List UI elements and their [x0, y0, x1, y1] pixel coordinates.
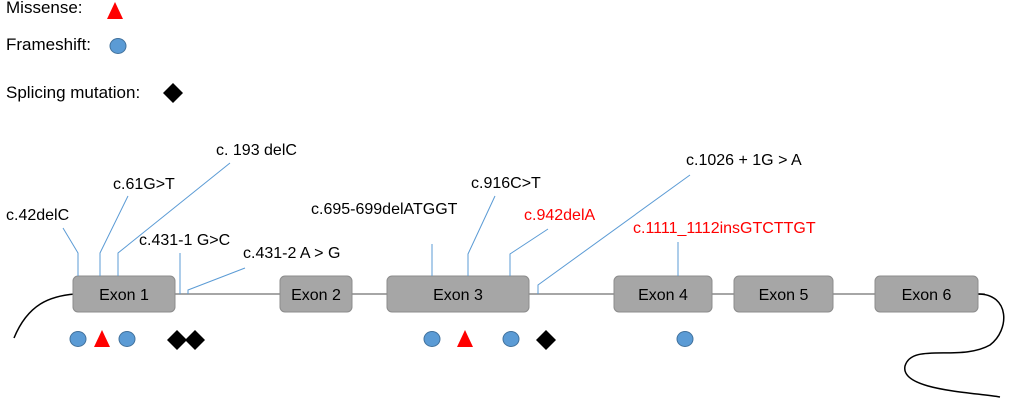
mutation-10-frameshift-marker [676, 331, 694, 347]
mutation-1-label: c.42delC [6, 207, 69, 224]
exon-group: Exon 1 Exon 2 Exon 3 Exon 4 Exon 5 Exon 6 [72, 275, 979, 313]
mutation-labels: c.42delC c.61G>T c. 193 delC c.431-1 G>C c.4… [6, 142, 816, 262]
mutation-8-leader-line [509, 228, 549, 276]
mutation-2-missense-marker [94, 330, 110, 347]
mutation-2-label: c.61G>T [113, 176, 175, 193]
mutation-4-splicing-marker [167, 330, 187, 350]
mutation-7-missense-marker [457, 330, 473, 347]
mutation-3-leader-line [117, 162, 231, 276]
mutation-6-label: c.695-699delATGGT [311, 201, 458, 218]
three-prime-tail [904, 293, 1005, 398]
exon-2-label: Exon 2 [291, 287, 341, 304]
mutation-8-label: c.942delA [524, 207, 595, 224]
mutation-3-label: c. 193 delC [216, 142, 297, 159]
mutation-4-label: c.431-1 G>C [139, 232, 230, 249]
mutation-1-leader-line [62, 227, 79, 276]
mutation-7-label: c.916C>T [471, 175, 541, 192]
exon-6-label: Exon 6 [902, 287, 952, 304]
exon-3-label: Exon 3 [433, 287, 483, 304]
exon-4-label: Exon 4 [638, 287, 688, 304]
mutation-5-splicing-marker [185, 330, 205, 350]
exon-3-box [386, 275, 530, 313]
mutation-10-label: c.1111_1112insGTCTTGT [633, 220, 816, 237]
mutation-5-leader-line [187, 267, 246, 294]
mutation-3-frameshift-marker [118, 331, 136, 347]
legend-icons [107, 2, 183, 103]
exon-6-box [874, 275, 979, 313]
mutation-1-frameshift-marker [69, 331, 87, 347]
mutation-6-frameshift-marker [423, 331, 441, 347]
exon-5-label: Exon 5 [759, 287, 809, 304]
legend-frameshift-label: Frameshift: [6, 35, 92, 54]
mutation-9-label: c.1026 + 1G > A [686, 152, 802, 169]
legend-missense-icon [107, 2, 123, 19]
mutation-markers [69, 330, 694, 350]
legend-splicing-icon [163, 83, 183, 103]
exon-1-box [72, 275, 176, 313]
mutation-2-leader-line [99, 195, 129, 276]
exon-2-box [279, 275, 353, 313]
mutation-7-leader-line [467, 195, 496, 276]
exon-5-box [733, 275, 834, 313]
legend-missense-label: Missense: [6, 0, 83, 17]
exon-4-box [613, 275, 713, 313]
mutation-9-splicing-marker [536, 330, 556, 350]
legend-splicing-label: Splicing mutation: [6, 83, 141, 102]
mutation-9-leader-line [537, 174, 691, 294]
mutation-8-frameshift-marker [502, 331, 520, 347]
five-prime-tail [13, 293, 76, 339]
mutation-5-label: c.431-2 A > G [243, 245, 340, 262]
leader-lines [62, 162, 691, 294]
exon-1-label: Exon 1 [99, 287, 149, 304]
legend-frameshift-icon [109, 38, 127, 54]
